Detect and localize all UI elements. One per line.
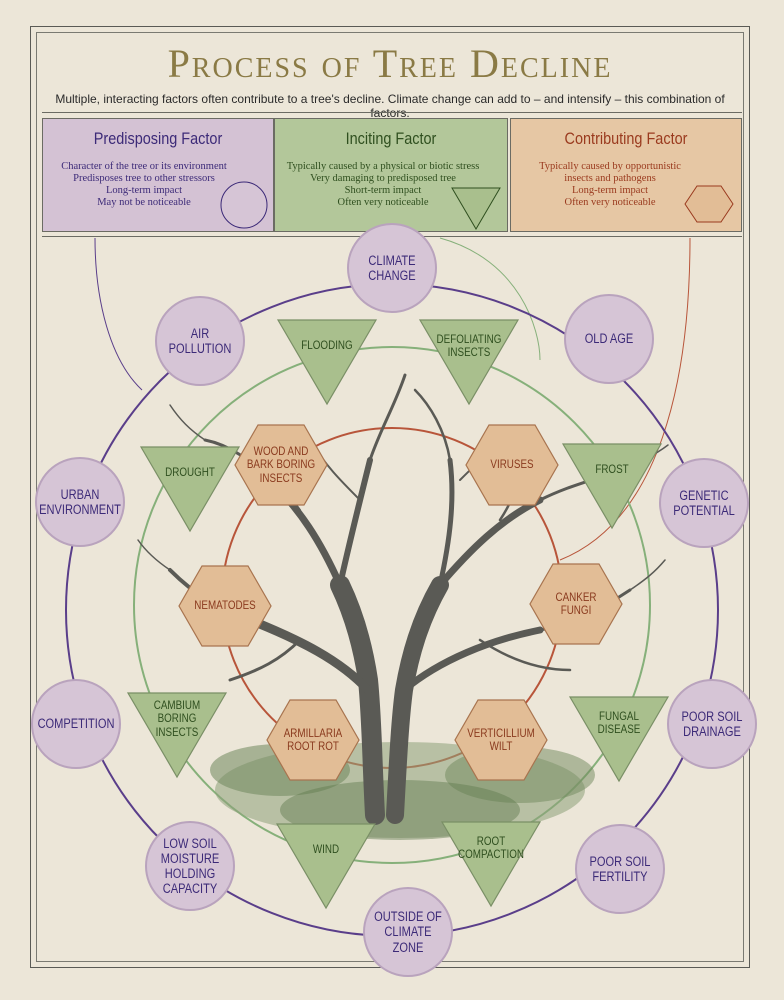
inciting-label-fungal-disease: Fungal Disease [597, 708, 641, 736]
legend-line: insects and pathogens [564, 173, 656, 184]
inciting-node-drought [139, 446, 241, 533]
legend-predisposing-lines: Character of the tree or its environment… [29, 161, 259, 209]
predisposing-node-air-pollution [155, 296, 245, 386]
legend-line: Short-term impact [344, 185, 422, 196]
legend-contributing-lines: Typically caused by opportunistic insect… [495, 161, 725, 209]
legend-triangle-icon [451, 187, 501, 230]
inciting-label-defoliating-insects: Defoliating Insects [436, 331, 502, 359]
inciting-connector-line [439, 237, 541, 361]
inciting-label-frost: Frost [595, 462, 629, 477]
predisposing-node-poor-soil-drainage [667, 679, 757, 769]
contributing-connector-line [559, 237, 691, 561]
predisposing-node-competition [31, 679, 121, 769]
predisposing-label-competition: Competition [37, 716, 115, 732]
legend-contributing-title: Contributing Factor [564, 129, 688, 148]
predisposing-connector-line [94, 237, 143, 391]
legend-line: Character of the tree or its environment [61, 161, 227, 172]
contributing-label-canker-fungi: Canker Fungi [555, 589, 597, 617]
predisposing-label-air-pollution: Air Pollution [168, 325, 232, 356]
inciting-node-cambium-boring-insects [126, 692, 228, 779]
predisposing-label-poor-soil-drainage: Poor Soil Drainage [681, 708, 743, 739]
legend-line: Long-term impact [571, 185, 649, 196]
contributing-label-viruses: Viruses [490, 457, 534, 472]
contributing-node-nematodes [178, 565, 272, 647]
predisposing-label-genetic-potential: Genetic Potential [673, 487, 735, 518]
legend-inciting-title: Inciting Factor [345, 129, 437, 148]
contributing-node-wood-and-bark-boring-insects [234, 424, 328, 506]
inciting-node-defoliating-insects [418, 319, 520, 406]
predisposing-label-old-age: Old Age [584, 331, 634, 347]
predisposing-node-urban-environment [35, 457, 125, 547]
predisposing-node-poor-soil-fertility [575, 824, 665, 914]
contributing-node-canker-fungi [529, 563, 623, 645]
nodes-layer [31, 223, 757, 977]
inciting-node-frost [561, 443, 663, 530]
inciting-node-wind [275, 823, 377, 910]
page-title: Process of Tree Decline [167, 41, 613, 86]
predisposing-label-urban-environment: Urban Environment [39, 486, 121, 517]
legend-line: Often very noticeable [337, 197, 429, 208]
legend-hexagon-icon [684, 185, 734, 223]
predisposing-label-outside-of-climate-zone: Outside of Climate Zone [374, 909, 442, 955]
inciting-label-wind: Wind [312, 842, 340, 857]
inciting-node-root-compaction [440, 821, 542, 908]
legend-line: Typically caused by opportunistic [539, 161, 681, 172]
inciting-ring [133, 346, 651, 864]
contributing-node-armillaria-root-rot [266, 699, 360, 781]
inciting-label-cambium-boring-insects: Cambium Boring Insects [153, 697, 201, 739]
contributing-label-nematodes: Nematodes [194, 598, 256, 613]
legend-circle-icon [220, 181, 268, 229]
predisposing-node-old-age [564, 294, 654, 384]
predisposing-label-poor-soil-fertility: Poor Soil Fertility [589, 853, 651, 884]
legend-line: Predisposes tree to other stressors [73, 173, 215, 184]
legend-inciting: Inciting Factor Typically caused by a ph… [274, 118, 508, 232]
inciting-label-drought: Drought [165, 465, 215, 480]
title-rule [42, 112, 742, 113]
inciting-label-root-compaction: Root Compaction [458, 833, 524, 861]
inciting-label-flooding: Flooding [301, 338, 353, 353]
predisposing-node-low-soil-moisture-holding-capacity [145, 821, 235, 911]
contributing-label-armillaria-root-rot: Armillaria Root Rot [283, 725, 343, 753]
contributing-node-viruses [465, 424, 559, 506]
contributing-label-verticillium-wilt: Verticillium Wilt [467, 725, 535, 753]
contributing-label-wood-and-bark-boring-insects: Wood and Bark Boring Insects [246, 443, 316, 485]
legend-line: Typically caused by a physical or biotic… [286, 161, 480, 172]
predisposing-label-climate-change: Climate Change [368, 252, 416, 283]
legend-line: May not be noticeable [97, 197, 191, 208]
inciting-node-fungal-disease [568, 696, 670, 783]
predisposing-node-outside-of-climate-zone [363, 887, 453, 977]
contributing-node-verticillium-wilt [454, 699, 548, 781]
predisposing-node-genetic-potential [659, 458, 749, 548]
legend-inciting-lines: Typically caused by a physical or biotic… [267, 161, 499, 209]
predisposing-label-low-soil-moisture-holding-capacity: Low Soil Moisture Holding Capacity [160, 835, 220, 897]
legend-line: Very damaging to predisposed tree [310, 173, 456, 184]
predisposing-node-climate-change [347, 223, 437, 313]
legend-line: Long-term impact [105, 185, 183, 196]
page-subtitle: Multiple, interacting factors often cont… [55, 92, 725, 120]
legend-predisposing-title: Predisposing Factor [93, 129, 223, 148]
inciting-node-flooding [276, 319, 378, 406]
legend-line: Often very noticeable [564, 197, 656, 208]
